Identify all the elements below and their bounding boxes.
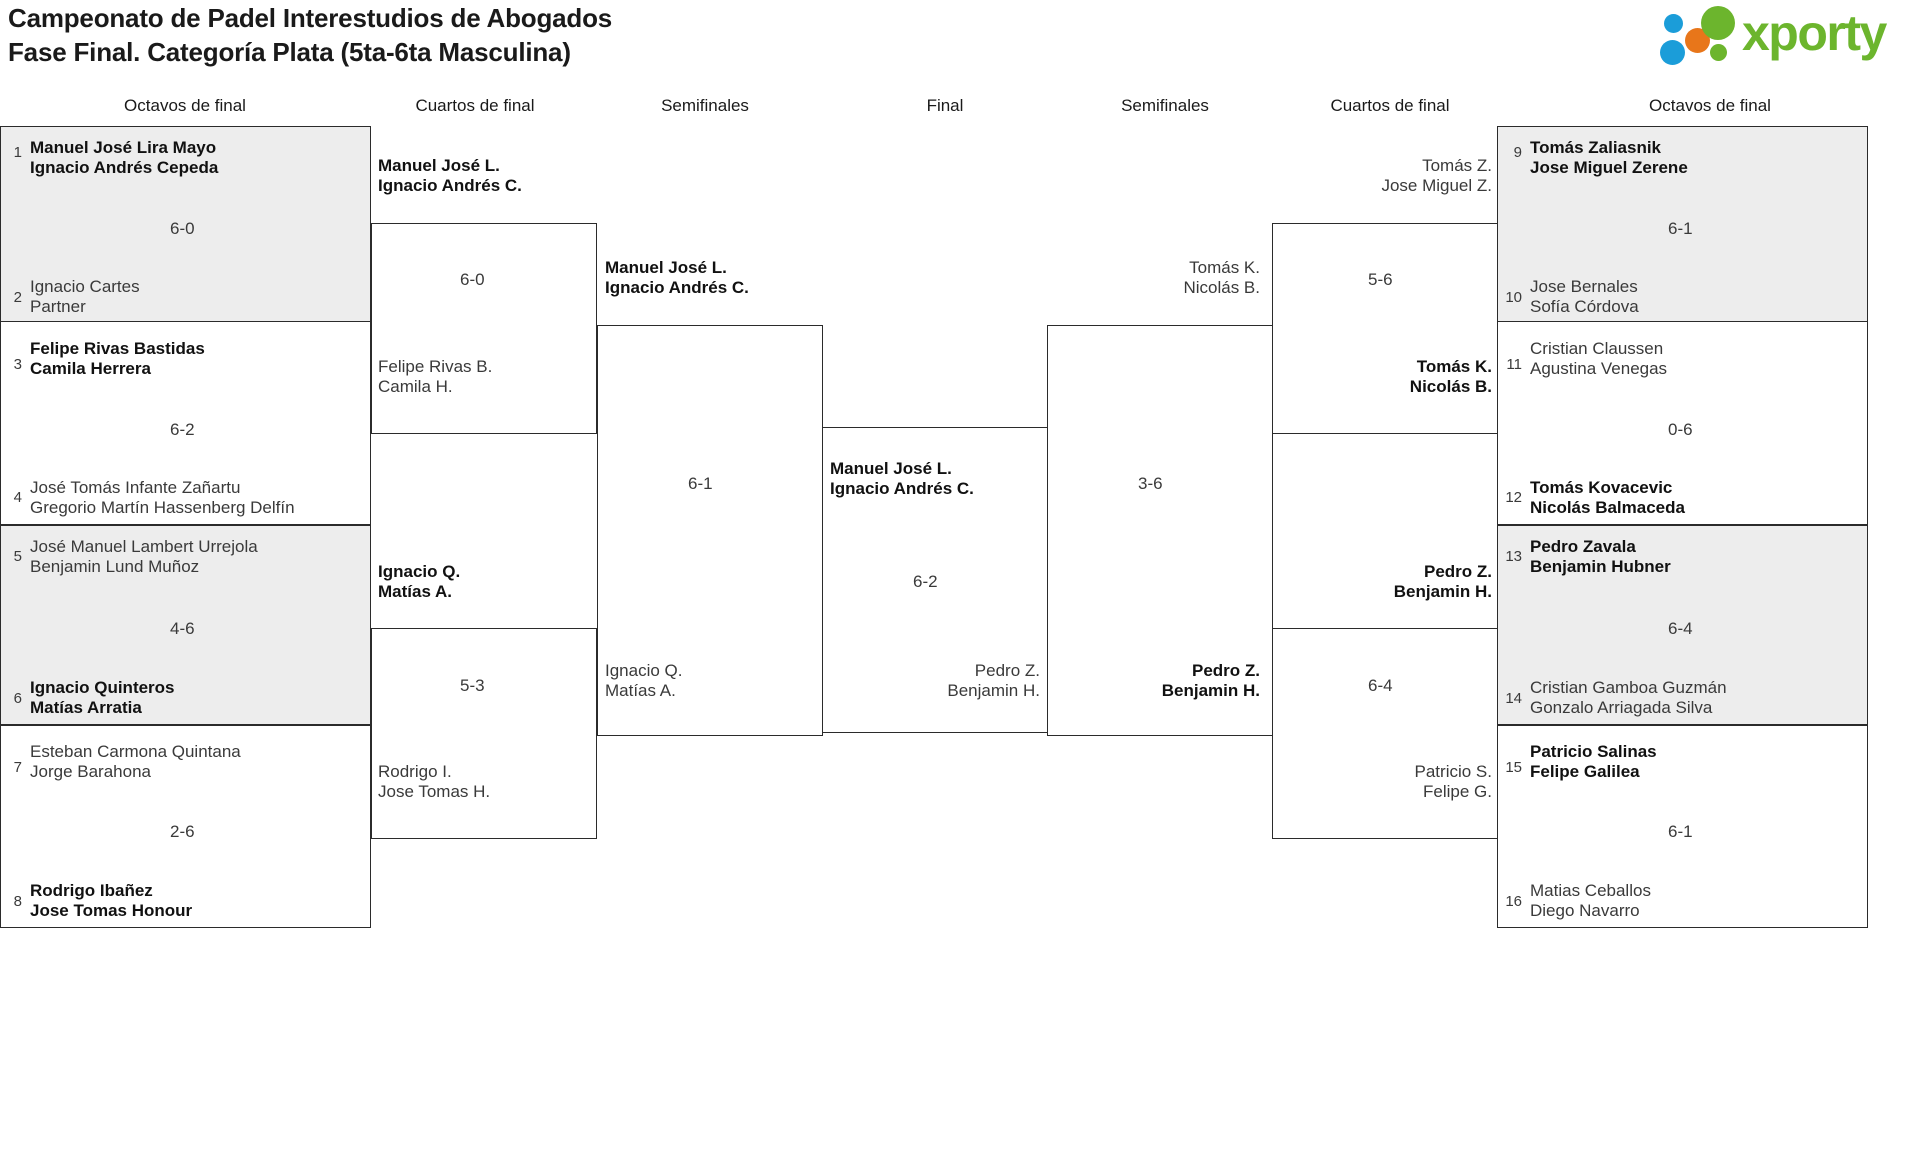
seed-number: 2 [13, 289, 22, 306]
round-header-right-r16: Octavos de final [1649, 96, 1771, 115]
match-score: 5-6 [1368, 270, 1393, 289]
page-title: Campeonato de Padel Interestudios de Abo… [8, 2, 612, 70]
match-box-right-sf-1[interactable] [1047, 325, 1273, 736]
match-box-left-qf-2[interactable] [371, 628, 597, 839]
logo-dots-icon [1658, 2, 1744, 65]
team-name: Tomás K. Nicolás B. [1409, 357, 1492, 397]
match-box-right-r16-1[interactable] [1497, 126, 1868, 322]
match-score: 6-0 [460, 270, 485, 289]
team-name: Manuel José L. Ignacio Andrés C. [830, 459, 974, 499]
team-name: Pedro Z. Benjamin H. [947, 661, 1040, 701]
logo-dot-green-large-icon [1701, 6, 1735, 40]
team-name: Ignacio Q. Matías A. [605, 661, 683, 701]
round-header-left-qf: Cuartos de final [415, 96, 535, 115]
seed-number: 15 [1505, 759, 1522, 776]
title-line-2: Fase Final. Categoría Plata (5ta-6ta Mas… [8, 36, 571, 67]
team-name: Tomás K. Nicolás B. [1183, 258, 1260, 298]
seed-number: 13 [1505, 548, 1522, 565]
round-header-right-sf: Semifinales [1121, 96, 1209, 115]
xporty-logo: xporty [1658, 2, 1908, 65]
match-box-left-r16-1[interactable] [0, 126, 371, 322]
team-name: Rodrigo Ibañez Jose Tomas Honour [30, 881, 193, 921]
seed-number: 11 [1506, 356, 1522, 373]
match-score: 6-4 [1668, 619, 1693, 638]
team-name: Patricio S. Felipe G. [1414, 762, 1492, 802]
match-score: 6-4 [1368, 676, 1393, 695]
team-name: Esteban Carmona Quintana Jorge Barahona [30, 742, 241, 782]
round-header-final: Final [926, 96, 964, 115]
seed-number: 7 [13, 759, 22, 776]
team-name: Tomás Zaliasnik Jose Miguel Zerene [1530, 138, 1688, 178]
match-box-right-r16-2[interactable] [1497, 321, 1868, 525]
logo-dot-blue-small-icon [1664, 14, 1683, 33]
seed-number: 6 [13, 690, 22, 707]
match-score: 6-1 [1668, 219, 1693, 238]
match-box-left-r16-2[interactable] [0, 321, 371, 525]
title-line-1: Campeonato de Padel Interestudios de Abo… [8, 3, 613, 33]
seed-number: 16 [1505, 893, 1522, 910]
team-name: Manuel José L. Ignacio Andrés C. [605, 258, 749, 298]
match-score: 2-6 [170, 822, 195, 841]
match-box-left-qf-1[interactable] [371, 223, 597, 434]
round-header-right-qf: Cuartos de final [1330, 96, 1450, 115]
match-score: 6-0 [170, 219, 195, 238]
team-name: Manuel José Lira Mayo Ignacio Andrés Cep… [30, 138, 219, 178]
match-box-right-qf-2[interactable] [1272, 628, 1498, 839]
team-name: Jose Bernales Sofía Córdova [1530, 277, 1639, 317]
logo-wordmark: xporty [1742, 5, 1887, 61]
team-name: Tomás Kovacevic Nicolás Balmaceda [1530, 478, 1685, 518]
match-score: 6-1 [688, 474, 713, 493]
match-score: 6-2 [170, 420, 195, 439]
team-name: Patricio Salinas Felipe Galilea [1530, 742, 1657, 782]
seed-number: 4 [13, 489, 22, 506]
team-name: Matias Ceballos Diego Navarro [1530, 881, 1651, 921]
team-name: Ignacio Cartes Partner [30, 277, 140, 317]
match-box-left-r16-4[interactable] [0, 725, 371, 928]
match-score: 6-1 [1668, 822, 1693, 841]
seed-number: 3 [13, 356, 22, 373]
match-box-left-r16-3[interactable] [0, 525, 371, 725]
match-box-right-r16-4[interactable] [1497, 725, 1868, 928]
team-name: Tomás Z. Jose Miguel Z. [1381, 156, 1492, 196]
match-box-right-r16-3[interactable] [1497, 525, 1868, 725]
round-header-left-r16: Octavos de final [124, 96, 246, 115]
logo-dot-blue-large-icon [1660, 40, 1685, 65]
seed-number: 9 [1513, 144, 1522, 161]
team-name: Pedro Z. Benjamin H. [1161, 661, 1260, 701]
seed-number: 1 [13, 144, 22, 161]
team-name: José Manuel Lambert Urrejola Benjamin Lu… [30, 537, 258, 577]
team-name: Rodrigo I. Jose Tomas H. [378, 762, 491, 802]
match-box-right-qf-1[interactable] [1272, 223, 1498, 434]
match-score: 4-6 [170, 619, 195, 638]
team-name: Cristian Gamboa Guzmán Gonzalo Arriagada… [1530, 678, 1727, 718]
match-score: 0-6 [1668, 420, 1693, 439]
seed-number: 12 [1505, 489, 1522, 506]
team-name: Pedro Z. Benjamin H. [1393, 562, 1492, 602]
logo-dot-green-small-icon [1710, 44, 1727, 61]
seed-number: 14 [1505, 690, 1522, 707]
team-name: Ignacio Q. Matías A. [378, 562, 461, 602]
team-name: Manuel José L. Ignacio Andrés C. [378, 156, 522, 196]
team-name: Cristian Claussen Agustina Venegas [1530, 339, 1668, 379]
seed-number: 5 [13, 548, 22, 565]
team-name: Pedro Zavala Benjamin Hubner [1530, 537, 1671, 577]
match-score: 5-3 [460, 676, 485, 695]
team-name: Felipe Rivas B. Camila H. [378, 357, 493, 397]
seed-number: 10 [1505, 289, 1522, 306]
team-name: Felipe Rivas Bastidas Camila Herrera [30, 339, 205, 379]
team-name: Ignacio Quinteros Matías Arratia [30, 678, 175, 718]
seed-number: 8 [13, 893, 22, 910]
round-header-left-sf: Semifinales [661, 96, 749, 115]
team-name: José Tomás Infante Zañartu Gregorio Mart… [30, 478, 295, 518]
match-score: 6-2 [913, 572, 938, 591]
match-score: 3-6 [1138, 474, 1163, 493]
